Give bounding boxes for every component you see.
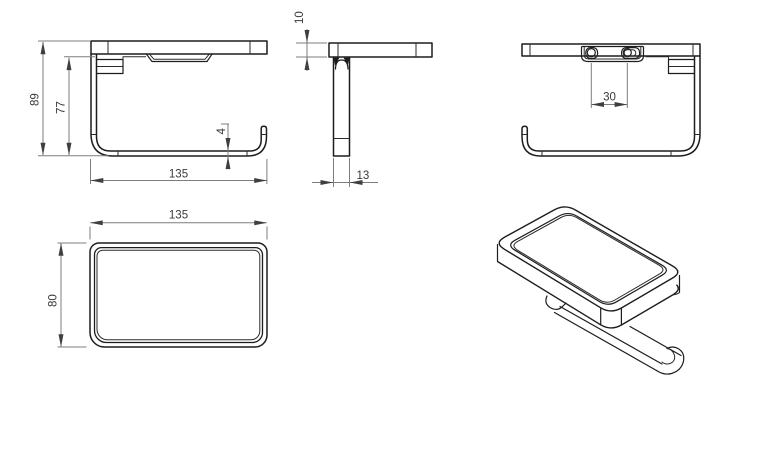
dim-side-arm-depth: 13 bbox=[357, 170, 370, 182]
top-shelf-outline bbox=[89, 242, 268, 348]
front-view: 89 77 4 135 bbox=[30, 40, 268, 184]
front-shelf-bar bbox=[90, 40, 268, 55]
back-holder-contour bbox=[521, 56, 701, 157]
side-view: 10 13 bbox=[294, 11, 433, 187]
iso-mount-arch bbox=[545, 295, 567, 311]
keyhole-slot-right bbox=[620, 46, 641, 59]
iso-shelf-top bbox=[498, 206, 679, 312]
iso-shelf-recess bbox=[510, 212, 667, 305]
dim-top-shelf-depth: 80 bbox=[48, 294, 60, 307]
top-shelf-rim bbox=[93, 246, 264, 344]
front-dish-recess bbox=[146, 53, 213, 63]
keyhole-left-circle bbox=[586, 47, 596, 58]
dim-back-hole-spacing: 30 bbox=[603, 92, 616, 104]
front-holder-contour bbox=[90, 54, 268, 157]
isometric-view bbox=[496, 206, 685, 375]
dim-front-inner-height: 77 bbox=[56, 101, 68, 114]
back-mount-plate bbox=[580, 45, 645, 63]
back-shelf-bar bbox=[521, 43, 701, 57]
dim-front-overall-height: 89 bbox=[30, 93, 42, 106]
dim-top-shelf-width: 135 bbox=[169, 210, 188, 222]
side-shelf-bar bbox=[328, 42, 433, 58]
side-arm bbox=[332, 57, 351, 157]
iso-hook bbox=[655, 346, 685, 375]
keyhole-right-circle bbox=[622, 47, 632, 58]
dim-front-bar-thickness: 4 bbox=[216, 128, 228, 135]
top-view: 135 80 bbox=[48, 210, 268, 348]
keyhole-slot-left bbox=[585, 46, 599, 59]
dim-side-shelf-thickness: 10 bbox=[294, 11, 306, 24]
dim-front-overall-width: 135 bbox=[169, 169, 188, 181]
back-view: 30 bbox=[521, 43, 701, 157]
